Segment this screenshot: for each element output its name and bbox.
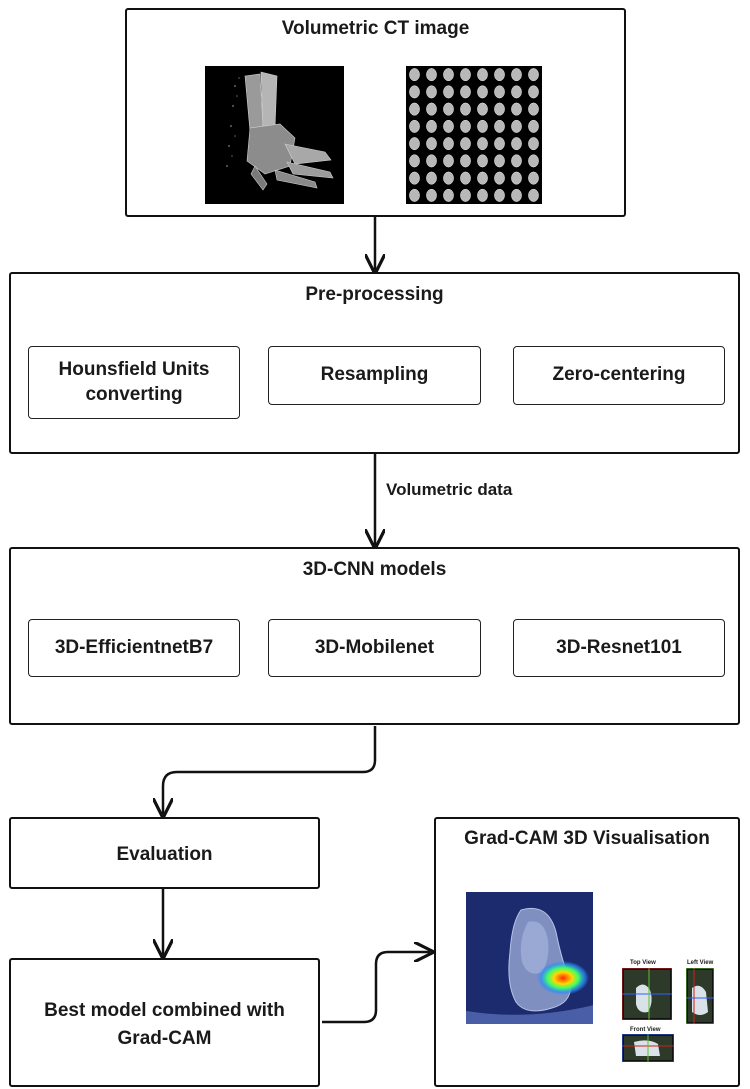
- ct-slice-thumbnail: [409, 154, 420, 168]
- ct-slice-thumbnail: [426, 154, 437, 168]
- evaluation-label: Evaluation: [116, 844, 213, 865]
- evaluation-box: Evaluation: [9, 817, 320, 889]
- ct-slice-thumbnail: [409, 102, 420, 116]
- resampling-step: Resampling: [268, 346, 481, 405]
- ct-slice-thumbnail: [426, 85, 437, 99]
- gradcam-title: Grad-CAM 3D Visualisation: [464, 828, 710, 849]
- ct-slice-thumbnail: [460, 171, 471, 185]
- ct-slice-thumbnail: [528, 154, 539, 168]
- ct-slice-thumbnail: [528, 102, 539, 116]
- ct-slice-thumbnail: [511, 102, 522, 116]
- best-model-box: Best model combined with Grad-CAM: [9, 958, 320, 1087]
- front-view-title: Front View: [630, 1027, 661, 1033]
- ct-slice-thumbnail: [477, 171, 488, 185]
- ct-slice-thumbnail: [409, 137, 420, 151]
- ct-slice-thumbnail: [477, 102, 488, 116]
- best-model-label-line1: Best model combined with: [44, 1000, 285, 1021]
- ct-slice-thumbnail: [511, 188, 522, 202]
- ct-slice-thumbnail: [477, 188, 488, 202]
- ct-slice-thumbnail: [528, 85, 539, 99]
- ct-slice-thumbnail: [460, 85, 471, 99]
- ct-slice-thumbnail: [494, 188, 505, 202]
- ct-slice-thumbnail: [528, 171, 539, 185]
- ct-slice-thumbnail: [426, 171, 437, 185]
- ct-slice-thumbnail: [511, 171, 522, 185]
- ct-slice-thumbnail: [528, 137, 539, 151]
- ct-slice-thumbnail: [426, 137, 437, 151]
- ct-slice-thumbnail: [409, 85, 420, 99]
- ct-slice-montage-image: [406, 66, 542, 204]
- efficientnet-model: 3D-EfficientnetB7: [28, 619, 240, 677]
- ct-slice-thumbnail: [460, 102, 471, 116]
- ct-slice-thumbnail: [477, 119, 488, 133]
- ct-slice-thumbnail: [460, 154, 471, 168]
- top-view-title: Top View: [630, 960, 656, 966]
- ct-slice-thumbnail: [528, 119, 539, 133]
- ct-3d-render-image: [205, 66, 344, 204]
- ct-slice-thumbnail: [460, 137, 471, 151]
- ct-slice-thumbnail: [409, 188, 420, 202]
- ct-image-title: Volumetric CT image: [281, 18, 470, 39]
- volumetric-data-label: Volumetric data: [386, 480, 513, 499]
- preprocessing-title: Pre-processing: [305, 284, 444, 305]
- ct-slice-thumbnail: [443, 171, 454, 185]
- ct-slice-thumbnail: [460, 119, 471, 133]
- gradcam-box: Grad-CAM 3D Visualisation Top View Left …: [434, 817, 740, 1087]
- best-model-label-line2: Grad-CAM: [117, 1028, 212, 1049]
- hounsfield-step: Hounsfield Units converting: [28, 346, 240, 419]
- ct-slice-thumbnail: [443, 102, 454, 116]
- ct-slice-thumbnail: [494, 68, 505, 82]
- ct-slice-thumbnail: [426, 188, 437, 202]
- ct-slice-thumbnail: [494, 137, 505, 151]
- ct-slice-thumbnail: [511, 68, 522, 82]
- ct-slice-thumbnail: [443, 85, 454, 99]
- arrow-best-model-to-gradcam: [322, 952, 430, 1024]
- ct-slice-thumbnail: [426, 102, 437, 116]
- arrow-models-to-evaluation: [163, 726, 377, 814]
- ct-slice-thumbnail: [511, 154, 522, 168]
- ct-slice-thumbnail: [409, 68, 420, 82]
- mobilenet-model: 3D-Mobilenet: [268, 619, 481, 677]
- top-view-panel: [622, 968, 672, 1020]
- ct-slice-thumbnail: [443, 188, 454, 202]
- ct-slice-thumbnail: [511, 85, 522, 99]
- ct-slice-thumbnail: [511, 137, 522, 151]
- ct-slice-thumbnail: [409, 171, 420, 185]
- ct-slice-thumbnail: [477, 137, 488, 151]
- ct-slice-thumbnail: [460, 188, 471, 202]
- zero-centering-step: Zero-centering: [513, 346, 725, 405]
- ct-slice-thumbnail: [511, 119, 522, 133]
- ct-slice-thumbnail: [460, 68, 471, 82]
- ct-slice-thumbnail: [494, 85, 505, 99]
- ct-slice-thumbnail: [494, 119, 505, 133]
- ct-slice-thumbnail: [494, 171, 505, 185]
- ct-slice-thumbnail: [443, 137, 454, 151]
- ct-slice-thumbnail: [528, 68, 539, 82]
- ct-slice-thumbnail: [494, 102, 505, 116]
- left-view-panel: [686, 968, 714, 1024]
- resnet-model: 3D-Resnet101: [513, 619, 725, 677]
- gradcam-heatmap-image: [466, 892, 593, 1024]
- ct-slice-thumbnail: [443, 154, 454, 168]
- ct-slice-thumbnail: [477, 68, 488, 82]
- front-view-panel: [622, 1034, 674, 1062]
- ct-slice-thumbnail: [494, 154, 505, 168]
- ct-slice-thumbnail: [477, 85, 488, 99]
- ct-slice-thumbnail: [477, 154, 488, 168]
- ct-slice-thumbnail: [443, 119, 454, 133]
- ct-slice-thumbnail: [426, 68, 437, 82]
- ct-slice-thumbnail: [409, 119, 420, 133]
- cnn-models-title: 3D-CNN models: [302, 559, 447, 580]
- ct-slice-thumbnail: [443, 68, 454, 82]
- left-view-title: Left View: [687, 960, 714, 966]
- ct-image-box: Volumetric CT image: [125, 8, 626, 217]
- ct-slice-thumbnail: [528, 188, 539, 202]
- ct-slice-thumbnail: [426, 119, 437, 133]
